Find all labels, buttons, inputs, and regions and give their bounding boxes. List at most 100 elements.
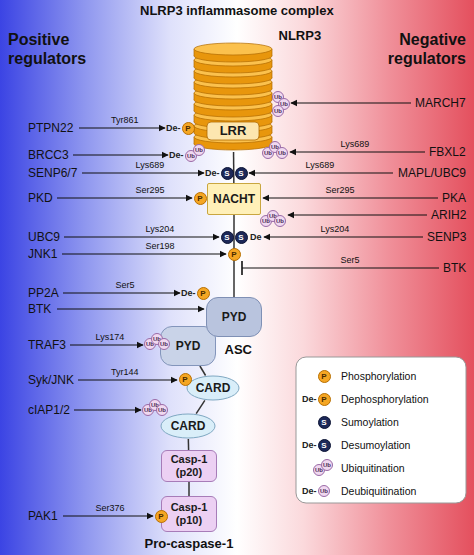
regulator-arrow bbox=[291, 102, 411, 103]
phosphate-badge: P bbox=[318, 393, 331, 406]
regulator-arrow bbox=[73, 154, 168, 155]
regulator-name: BRCC3 bbox=[28, 148, 69, 162]
pyd-domain: PYD bbox=[206, 297, 262, 337]
ubiquitin-badge: Ub bbox=[321, 459, 333, 471]
regulator-arrow bbox=[264, 236, 423, 237]
phosphate-badge: P bbox=[194, 192, 207, 205]
regulator-arrow bbox=[70, 344, 143, 345]
legend-box bbox=[296, 357, 466, 503]
sumo-badge: S bbox=[221, 167, 234, 180]
regulator-name: PAK1 bbox=[28, 509, 58, 523]
residue-site: Ser5 bbox=[341, 255, 360, 266]
sumo-badge: S bbox=[235, 167, 248, 180]
phosphate-badge: P bbox=[228, 248, 241, 261]
asc-card-domain: CARD bbox=[186, 375, 240, 401]
regulator-arrow bbox=[249, 172, 393, 173]
card-ellipse bbox=[161, 414, 215, 438]
removal-prefix: De- bbox=[205, 168, 220, 179]
removal-prefix: De- bbox=[302, 486, 317, 497]
domain-linker bbox=[188, 482, 190, 496]
legend-text: Phosphorylation bbox=[341, 370, 416, 382]
residue-site: Ser376 bbox=[96, 503, 125, 514]
ubiquitin-badge: Ub bbox=[274, 215, 286, 227]
domain-name: CARD bbox=[171, 420, 206, 433]
domain-name: Casp-1 (p10) bbox=[164, 501, 214, 527]
regulator-arrow bbox=[62, 253, 226, 254]
domain-name: PYD bbox=[176, 340, 201, 353]
residue-site: Lys174 bbox=[96, 332, 125, 343]
regulator-arrow bbox=[288, 214, 427, 215]
removal-prefix: De- bbox=[169, 150, 184, 161]
regulator-name: UBC9 bbox=[28, 230, 60, 244]
regulator-arrow bbox=[64, 236, 219, 237]
regulator-name: SENP3 bbox=[427, 230, 466, 244]
column-heading: Negative regulators bbox=[371, 30, 466, 68]
removal-prefix: De bbox=[250, 232, 262, 243]
regulator-arrow bbox=[57, 308, 204, 309]
domain-linker bbox=[196, 400, 205, 413]
regulator-name: ARIH2 bbox=[431, 208, 466, 222]
regulator-arrow bbox=[74, 409, 141, 410]
sumo-badge: S bbox=[221, 231, 234, 244]
residue-site: Lys689 bbox=[136, 160, 165, 171]
regulator-arrow bbox=[82, 172, 204, 173]
ubiquitin-badge: Ub bbox=[158, 338, 170, 350]
complex-name: ASC bbox=[225, 342, 252, 358]
removal-prefix: De- bbox=[181, 288, 196, 299]
disc-top bbox=[194, 43, 272, 55]
residue-site: Lys689 bbox=[341, 139, 370, 150]
domain-name: NACHT bbox=[213, 193, 255, 206]
regulator-name: JNK1 bbox=[28, 247, 57, 261]
regulator-arrow bbox=[57, 197, 192, 198]
column-heading: Positive regulators bbox=[8, 30, 103, 68]
caspase-p20-subunit: Casp-1 (p20) bbox=[161, 450, 217, 482]
regulator-name: PKD bbox=[28, 191, 53, 205]
regulator-name: PTPN22 bbox=[28, 121, 73, 135]
legend-text: Sumoylation bbox=[341, 416, 399, 428]
card-ellipse bbox=[187, 376, 239, 400]
sumo-badge: S bbox=[318, 416, 331, 429]
legend-text: Ubiquitination bbox=[341, 462, 405, 474]
removal-prefix: De- bbox=[302, 394, 317, 405]
regulator-name: PKA bbox=[442, 191, 466, 205]
ubiquitin-badge: Ub bbox=[318, 485, 330, 497]
residue-site: Ser198 bbox=[146, 241, 175, 252]
regulator-arrow bbox=[290, 151, 425, 152]
residue-site: Lys689 bbox=[306, 160, 335, 171]
domain-name: LRR bbox=[193, 122, 273, 140]
phosphate-badge: P bbox=[179, 373, 192, 386]
lrr-domain: LRR bbox=[193, 42, 273, 152]
domain-name: CARD bbox=[196, 382, 231, 395]
residue-site: Lys204 bbox=[146, 224, 175, 235]
residue-site: Lys204 bbox=[321, 224, 350, 235]
residue-site: Ser295 bbox=[326, 185, 355, 196]
phosphate-badge: P bbox=[155, 510, 168, 523]
regulator-name: SENP6/7 bbox=[28, 166, 77, 180]
ubiquitin-badge: Ub bbox=[193, 144, 205, 156]
residue-site: Tyr861 bbox=[111, 115, 139, 126]
legend-text: Dephosphorylation bbox=[341, 393, 429, 405]
residue-site: Tyr144 bbox=[111, 367, 139, 378]
ubiquitin-badge: Ub bbox=[272, 105, 284, 117]
removal-prefix: De- bbox=[302, 440, 317, 451]
domain-linker bbox=[188, 439, 190, 450]
legend-text: Desumoylation bbox=[341, 439, 410, 451]
legend-text: Deubiquitination bbox=[341, 485, 416, 497]
phosphate-badge: P bbox=[182, 122, 195, 135]
sumo-badge: S bbox=[235, 231, 248, 244]
regulator-arrow bbox=[79, 127, 165, 128]
phosphate-badge: P bbox=[318, 370, 331, 383]
regulator-name: MARCH7 bbox=[415, 96, 466, 110]
residue-site: Ser295 bbox=[136, 185, 165, 196]
phosphate-badge: P bbox=[197, 287, 210, 300]
regulator-arrow bbox=[63, 515, 153, 516]
inhibition-line bbox=[242, 267, 439, 268]
regulator-name: FBXL2 bbox=[429, 145, 466, 159]
inhibition-bar bbox=[241, 261, 243, 275]
domain-linker bbox=[200, 366, 206, 376]
ubiquitin-badge: Ub bbox=[276, 147, 288, 159]
regulator-arrow bbox=[78, 379, 177, 380]
caspase-p10-subunit: Casp-1 (p10) bbox=[161, 496, 217, 532]
regulator-name: Syk/JNK bbox=[28, 373, 74, 387]
